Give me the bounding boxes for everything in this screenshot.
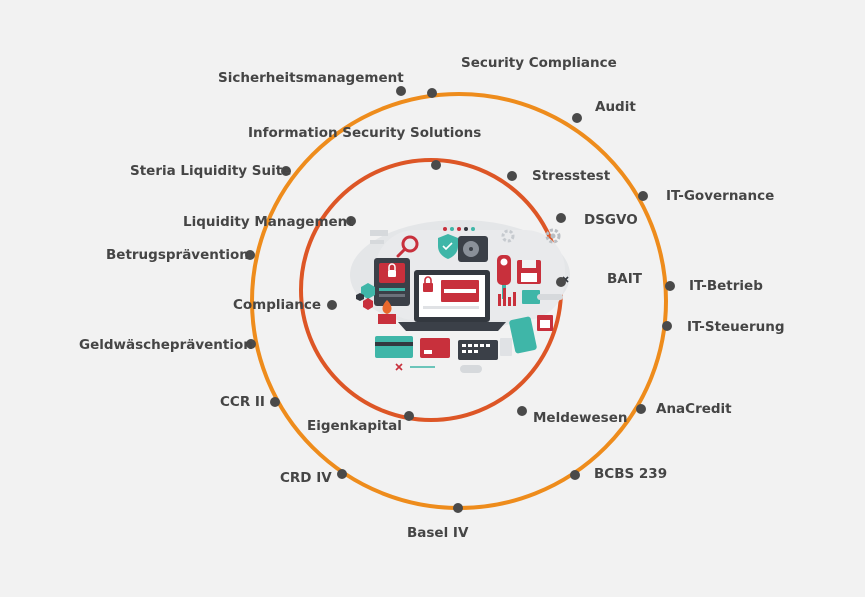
outer-label-it-betrieb: IT-Betrieb — [689, 278, 763, 294]
outer-ring-node-5 — [662, 321, 672, 331]
outer-ring-node-10 — [270, 397, 280, 407]
outer-label-crd-iv: CRD IV — [280, 470, 332, 486]
inner-ring-nodes — [327, 171, 566, 421]
decoration-marks — [395, 276, 569, 371]
outer-label-sicherheitsmanagement: Sicherheitsmanagement — [218, 70, 404, 86]
inner-label-meldewesen: Meldewesen — [533, 410, 628, 426]
inner-ring-node-1 — [556, 213, 566, 223]
magnifier-icon — [396, 235, 419, 258]
server-icon — [374, 258, 410, 306]
outer-label-geldwaeschepraevention: Geldwäscheprävention — [79, 337, 253, 353]
it-security-laptop-illustration — [350, 220, 570, 373]
outer-ring-node-8 — [453, 503, 463, 513]
outer-ring-nodes — [245, 86, 675, 513]
fire-icon — [378, 300, 396, 324]
outer-ring-node-6 — [636, 404, 646, 414]
laptop-icon — [398, 270, 506, 331]
outer-ring-node-0 — [427, 88, 437, 98]
outer-ring-node-12 — [245, 250, 255, 260]
outer-label-security-compliance: Security Compliance — [461, 55, 617, 71]
outer-label-it-steuerung: IT-Steuerung — [687, 319, 785, 335]
inner-ring-node-5 — [327, 300, 337, 310]
outer-label-steria-liquidity-suite: Steria Liquidity Suite — [130, 163, 292, 179]
inner-ring-node-2 — [556, 277, 566, 287]
floppy-disk-icon — [517, 260, 541, 284]
shield-icon — [438, 234, 458, 259]
outer-label-audit: Audit — [595, 99, 636, 115]
inner-ring-node-4 — [404, 411, 414, 421]
outer-label-anacredit: AnaCredit — [656, 401, 732, 417]
inner-label-liquidity-management: Liquidity Management — [183, 214, 354, 230]
inner-label-compliance: Compliance — [233, 297, 322, 313]
outer-ring-node-13 — [281, 166, 291, 176]
inner-label-eigenkapital: Eigenkapital — [307, 418, 402, 434]
outer-ring-node-4 — [665, 281, 675, 291]
outer-label-information-security-solutions: Information Security Solutions — [248, 125, 482, 141]
outer-ring-node-2 — [572, 113, 582, 123]
inner-ring-node-3 — [517, 406, 527, 416]
outer-ring-node-7 — [570, 470, 580, 480]
tablet-icon — [509, 315, 553, 354]
inner-ring-node-0 — [507, 171, 517, 181]
outer-label-bcbs-239: BCBS 239 — [594, 466, 668, 482]
inner-ring-node-6 — [346, 216, 356, 226]
outer-ring-node-3 — [638, 191, 648, 201]
outer-ring-node-14 — [431, 160, 441, 170]
cube-icon — [356, 283, 375, 310]
outer-label-basel-iv: Basel IV — [407, 525, 469, 541]
outer-label-betrugspraevention: Betrugsprävention — [106, 247, 249, 263]
outer-label-it-governance: IT-Governance — [666, 188, 775, 204]
outer-ring-node-9 — [337, 469, 347, 479]
inner-label-stresstest: Stresstest — [532, 168, 611, 184]
bar-chart-icon — [498, 288, 540, 306]
outer-ring-node-1 — [396, 86, 406, 96]
outer-ring-node-11 — [246, 339, 256, 349]
gear-icon — [501, 228, 561, 244]
outer-label-ccr-ii: CCR II — [220, 394, 265, 410]
dot-row — [443, 227, 475, 231]
hard-drive-icon — [458, 236, 488, 262]
credit-card-icon — [375, 336, 512, 360]
inner-label-bait: BAIT — [607, 271, 642, 287]
inner-label-dsgvo: DSGVO — [584, 212, 638, 228]
